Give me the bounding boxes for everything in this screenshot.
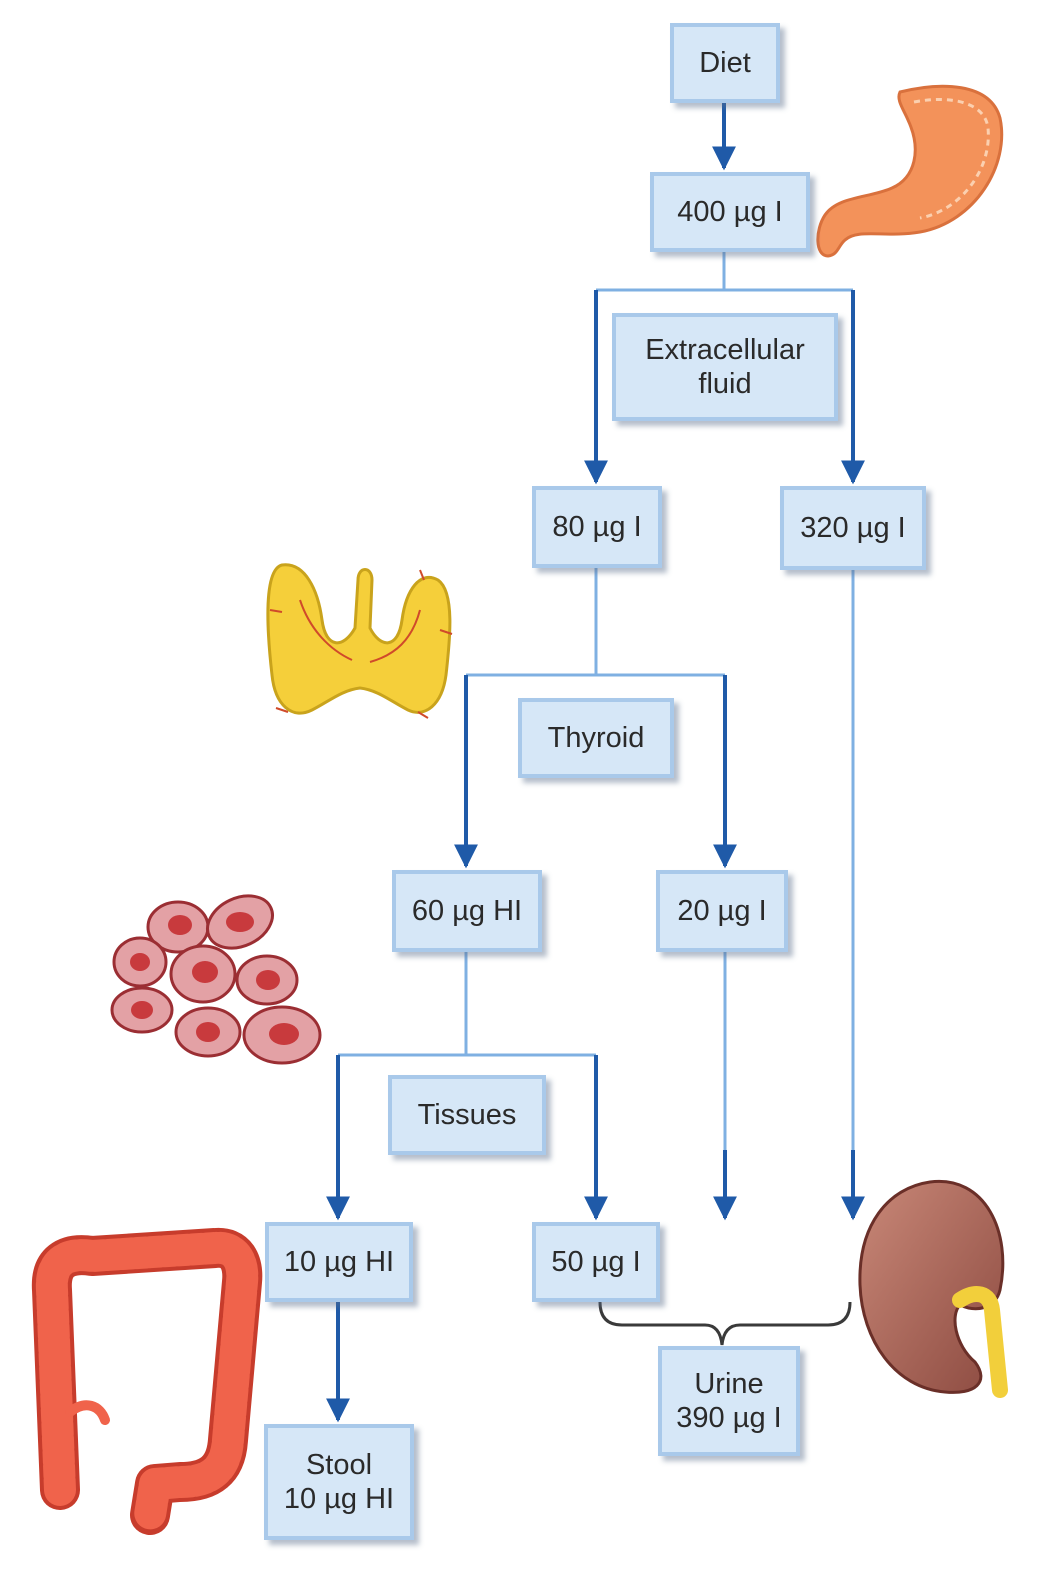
extracellular-fluid-line1: Extracellular [645,334,805,366]
urine-box: Urine 390 µg I [658,1346,800,1456]
tissue-cells-icon [110,894,322,1065]
tissue-release-box: 50 µg I [532,1222,660,1302]
hormone-label: 60 µg HI [411,895,523,927]
thyroid-uptake-label: 80 µg I [552,511,642,543]
stool-box: Stool 10 µg HI [264,1424,414,1540]
urine-line1: Urine [694,1368,764,1400]
stool-line1: Stool [305,1449,373,1481]
stomach-icon [816,84,1004,258]
split-tissues [326,952,608,1221]
fecal-hormone-label: 10 µg HI [283,1246,395,1278]
thyroid-leak-box: 20 µg I [656,870,788,952]
thyroid-box: Thyroid [518,698,674,778]
diet-label: Diet [699,47,751,79]
extracellular-fluid-line2: fluid [698,368,752,400]
thyroid-leak-label: 20 µg I [677,895,767,927]
hormone-box: 60 µg HI [392,870,542,952]
intake-label: 400 µg I [677,196,783,228]
tissues-box: Tissues [388,1075,546,1155]
tissue-release-label: 50 µg I [551,1246,641,1278]
urine-line2: 390 µg I [676,1402,782,1434]
kidney-icon [858,1179,1008,1398]
thyroid-uptake-box: 80 µg I [532,486,662,568]
stool-line2: 10 µg HI [283,1483,395,1515]
diet-box: Diet [670,23,780,103]
intake-box: 400 µg I [650,172,810,252]
thyroid-gland-icon [266,563,453,719]
thyroid-label: Thyroid [547,722,645,754]
fecal-hormone-box: 10 µg HI [265,1222,413,1302]
extracellular-fluid-box: Extracellular fluid [612,313,838,421]
tissues-label: Tissues [417,1099,517,1131]
colon-icon [31,1227,263,1535]
split-thyroid [454,568,737,869]
renal-direct-box: 320 µg I [780,486,926,570]
renal-direct-label: 320 µg I [800,512,906,544]
split-intake [584,250,865,485]
urine-brace [598,1301,852,1346]
